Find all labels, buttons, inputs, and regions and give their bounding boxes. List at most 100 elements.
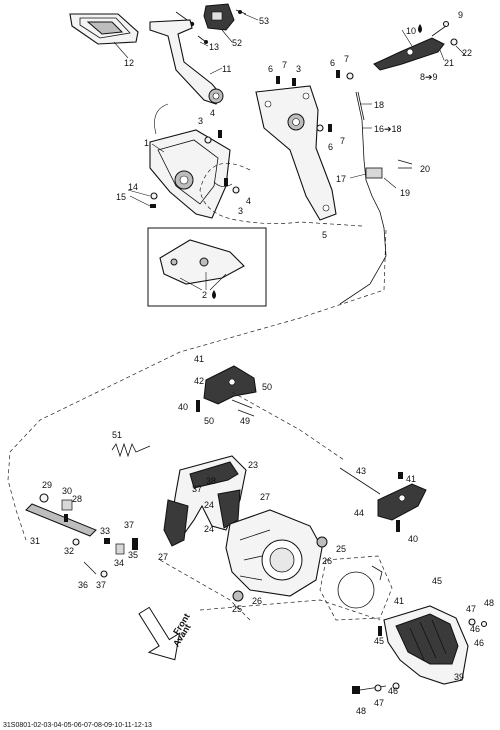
part-51-spring bbox=[111, 442, 151, 458]
callout-37c: 37 bbox=[96, 580, 106, 590]
callout-2: 2 bbox=[202, 290, 207, 300]
callout-25b: 25 bbox=[232, 604, 242, 614]
callout-11: 11 bbox=[222, 64, 231, 74]
dashed-line-lower-a bbox=[159, 559, 251, 621]
callout-25a: 25 bbox=[336, 544, 346, 554]
callout-31: 31 bbox=[30, 536, 40, 546]
callout-35: 35 bbox=[128, 550, 138, 560]
part-housing bbox=[225, 509, 328, 602]
callout-3a: 3 bbox=[296, 64, 301, 74]
callout-47a: 47 bbox=[466, 604, 476, 614]
callout-23: 23 bbox=[248, 460, 258, 470]
callout-39: 39 bbox=[454, 672, 464, 682]
callout-16-to-18: 16➔18 bbox=[374, 124, 402, 134]
part-46-48-hardware bbox=[352, 682, 400, 694]
callout-40b: 40 bbox=[408, 534, 418, 544]
callout-46b: 46 bbox=[474, 638, 484, 648]
callout-15: 15 bbox=[116, 192, 126, 202]
callout-37b: 37 bbox=[124, 520, 134, 530]
callout-4a: 4 bbox=[210, 108, 215, 118]
callout-13: 13 bbox=[209, 42, 219, 52]
callout-44: 44 bbox=[354, 508, 364, 518]
diagram-reference-code: 31S0801-02-03-04-05-06-07-08-09-10-11-12… bbox=[3, 722, 152, 729]
callout-26b: 26 bbox=[252, 596, 262, 606]
callout-48a: 48 bbox=[484, 598, 494, 608]
callout-43: 43 bbox=[356, 466, 366, 476]
callout-45a: 45 bbox=[432, 576, 442, 586]
callout-26a: 26 bbox=[322, 556, 332, 566]
callout-36: 36 bbox=[78, 580, 88, 590]
callout-49: 49 bbox=[240, 416, 250, 426]
callout-45b: 45 bbox=[374, 636, 384, 646]
callout-53: 53 bbox=[259, 16, 269, 26]
part-drive-housing bbox=[319, 555, 393, 621]
callout-40a: 40 bbox=[178, 402, 188, 412]
callout-42: 42 bbox=[194, 376, 204, 386]
callout-6b: 6 bbox=[330, 58, 335, 68]
callout-41b: 41 bbox=[406, 474, 416, 484]
callout-14: 14 bbox=[128, 182, 138, 192]
callout-52: 52 bbox=[232, 38, 242, 48]
hardware-nuts-washers bbox=[204, 70, 354, 194]
leader-lines bbox=[113, 13, 467, 207]
part-12-pad bbox=[69, 13, 139, 45]
callout-7a: 7 bbox=[282, 60, 287, 70]
callout-47b: 47 bbox=[374, 698, 384, 708]
callout-5: 5 bbox=[322, 230, 327, 240]
callout-9: 9 bbox=[458, 10, 463, 20]
callout-6a: 6 bbox=[268, 64, 273, 74]
callout-24b: 24 bbox=[204, 524, 214, 534]
part-31-shaft bbox=[25, 493, 138, 578]
part-23-lever bbox=[163, 455, 247, 547]
callout-32: 32 bbox=[64, 546, 74, 556]
callout-30: 30 bbox=[62, 486, 72, 496]
part-44-arm bbox=[339, 467, 427, 532]
callout-46c: 46 bbox=[388, 686, 398, 696]
part-1-cover bbox=[149, 103, 233, 219]
callout-29: 29 bbox=[42, 480, 52, 490]
part-42-bracket bbox=[196, 365, 257, 417]
part-14-15-bolts bbox=[150, 192, 158, 208]
inset-detail-box bbox=[147, 227, 267, 307]
callout-1: 1 bbox=[144, 138, 149, 148]
part-11-lever bbox=[149, 19, 224, 105]
part-16-cable bbox=[339, 91, 413, 305]
callout-20: 20 bbox=[420, 164, 430, 174]
part-8-arm bbox=[373, 20, 458, 71]
callout-7c: 7 bbox=[340, 136, 345, 146]
callout-19: 19 bbox=[400, 188, 410, 198]
callout-3c: 3 bbox=[238, 206, 243, 216]
callout-10: 10 bbox=[406, 26, 416, 36]
callout-34: 34 bbox=[114, 558, 124, 568]
callout-50a: 50 bbox=[262, 382, 272, 392]
droplet-icon bbox=[212, 290, 216, 299]
dashed-line-lower-c bbox=[231, 391, 345, 461]
droplet-icon bbox=[418, 24, 422, 33]
callout-27a: 27 bbox=[260, 492, 270, 502]
part-52-block bbox=[203, 3, 247, 31]
dashed-line-lower-b bbox=[199, 599, 381, 621]
callout-8-to-9: 8➔9 bbox=[420, 72, 438, 82]
part-5-bracket bbox=[255, 85, 337, 221]
front-direction-arrow bbox=[138, 606, 181, 661]
part-39-shroud bbox=[378, 605, 488, 685]
callout-7b: 7 bbox=[344, 54, 349, 64]
callout-41c: 41 bbox=[394, 596, 404, 606]
callout-48b: 48 bbox=[356, 706, 366, 716]
callout-28: 28 bbox=[72, 494, 82, 504]
callout-38: 38 bbox=[206, 476, 216, 486]
callout-37a: 37 bbox=[192, 484, 202, 494]
callout-17: 17 bbox=[336, 174, 346, 184]
callout-41a: 41 bbox=[194, 354, 204, 364]
callout-46a: 46 bbox=[470, 624, 480, 634]
dashed-routing-line-upper bbox=[199, 162, 363, 227]
dashed-routing-line-main bbox=[7, 229, 387, 541]
callout-12: 12 bbox=[124, 58, 134, 68]
callout-50b: 50 bbox=[204, 416, 214, 426]
callout-33: 33 bbox=[100, 526, 110, 536]
callout-22: 22 bbox=[462, 48, 472, 58]
callout-18: 18 bbox=[374, 100, 384, 110]
callout-3b: 3 bbox=[198, 116, 203, 126]
callout-21: 21 bbox=[444, 58, 454, 68]
